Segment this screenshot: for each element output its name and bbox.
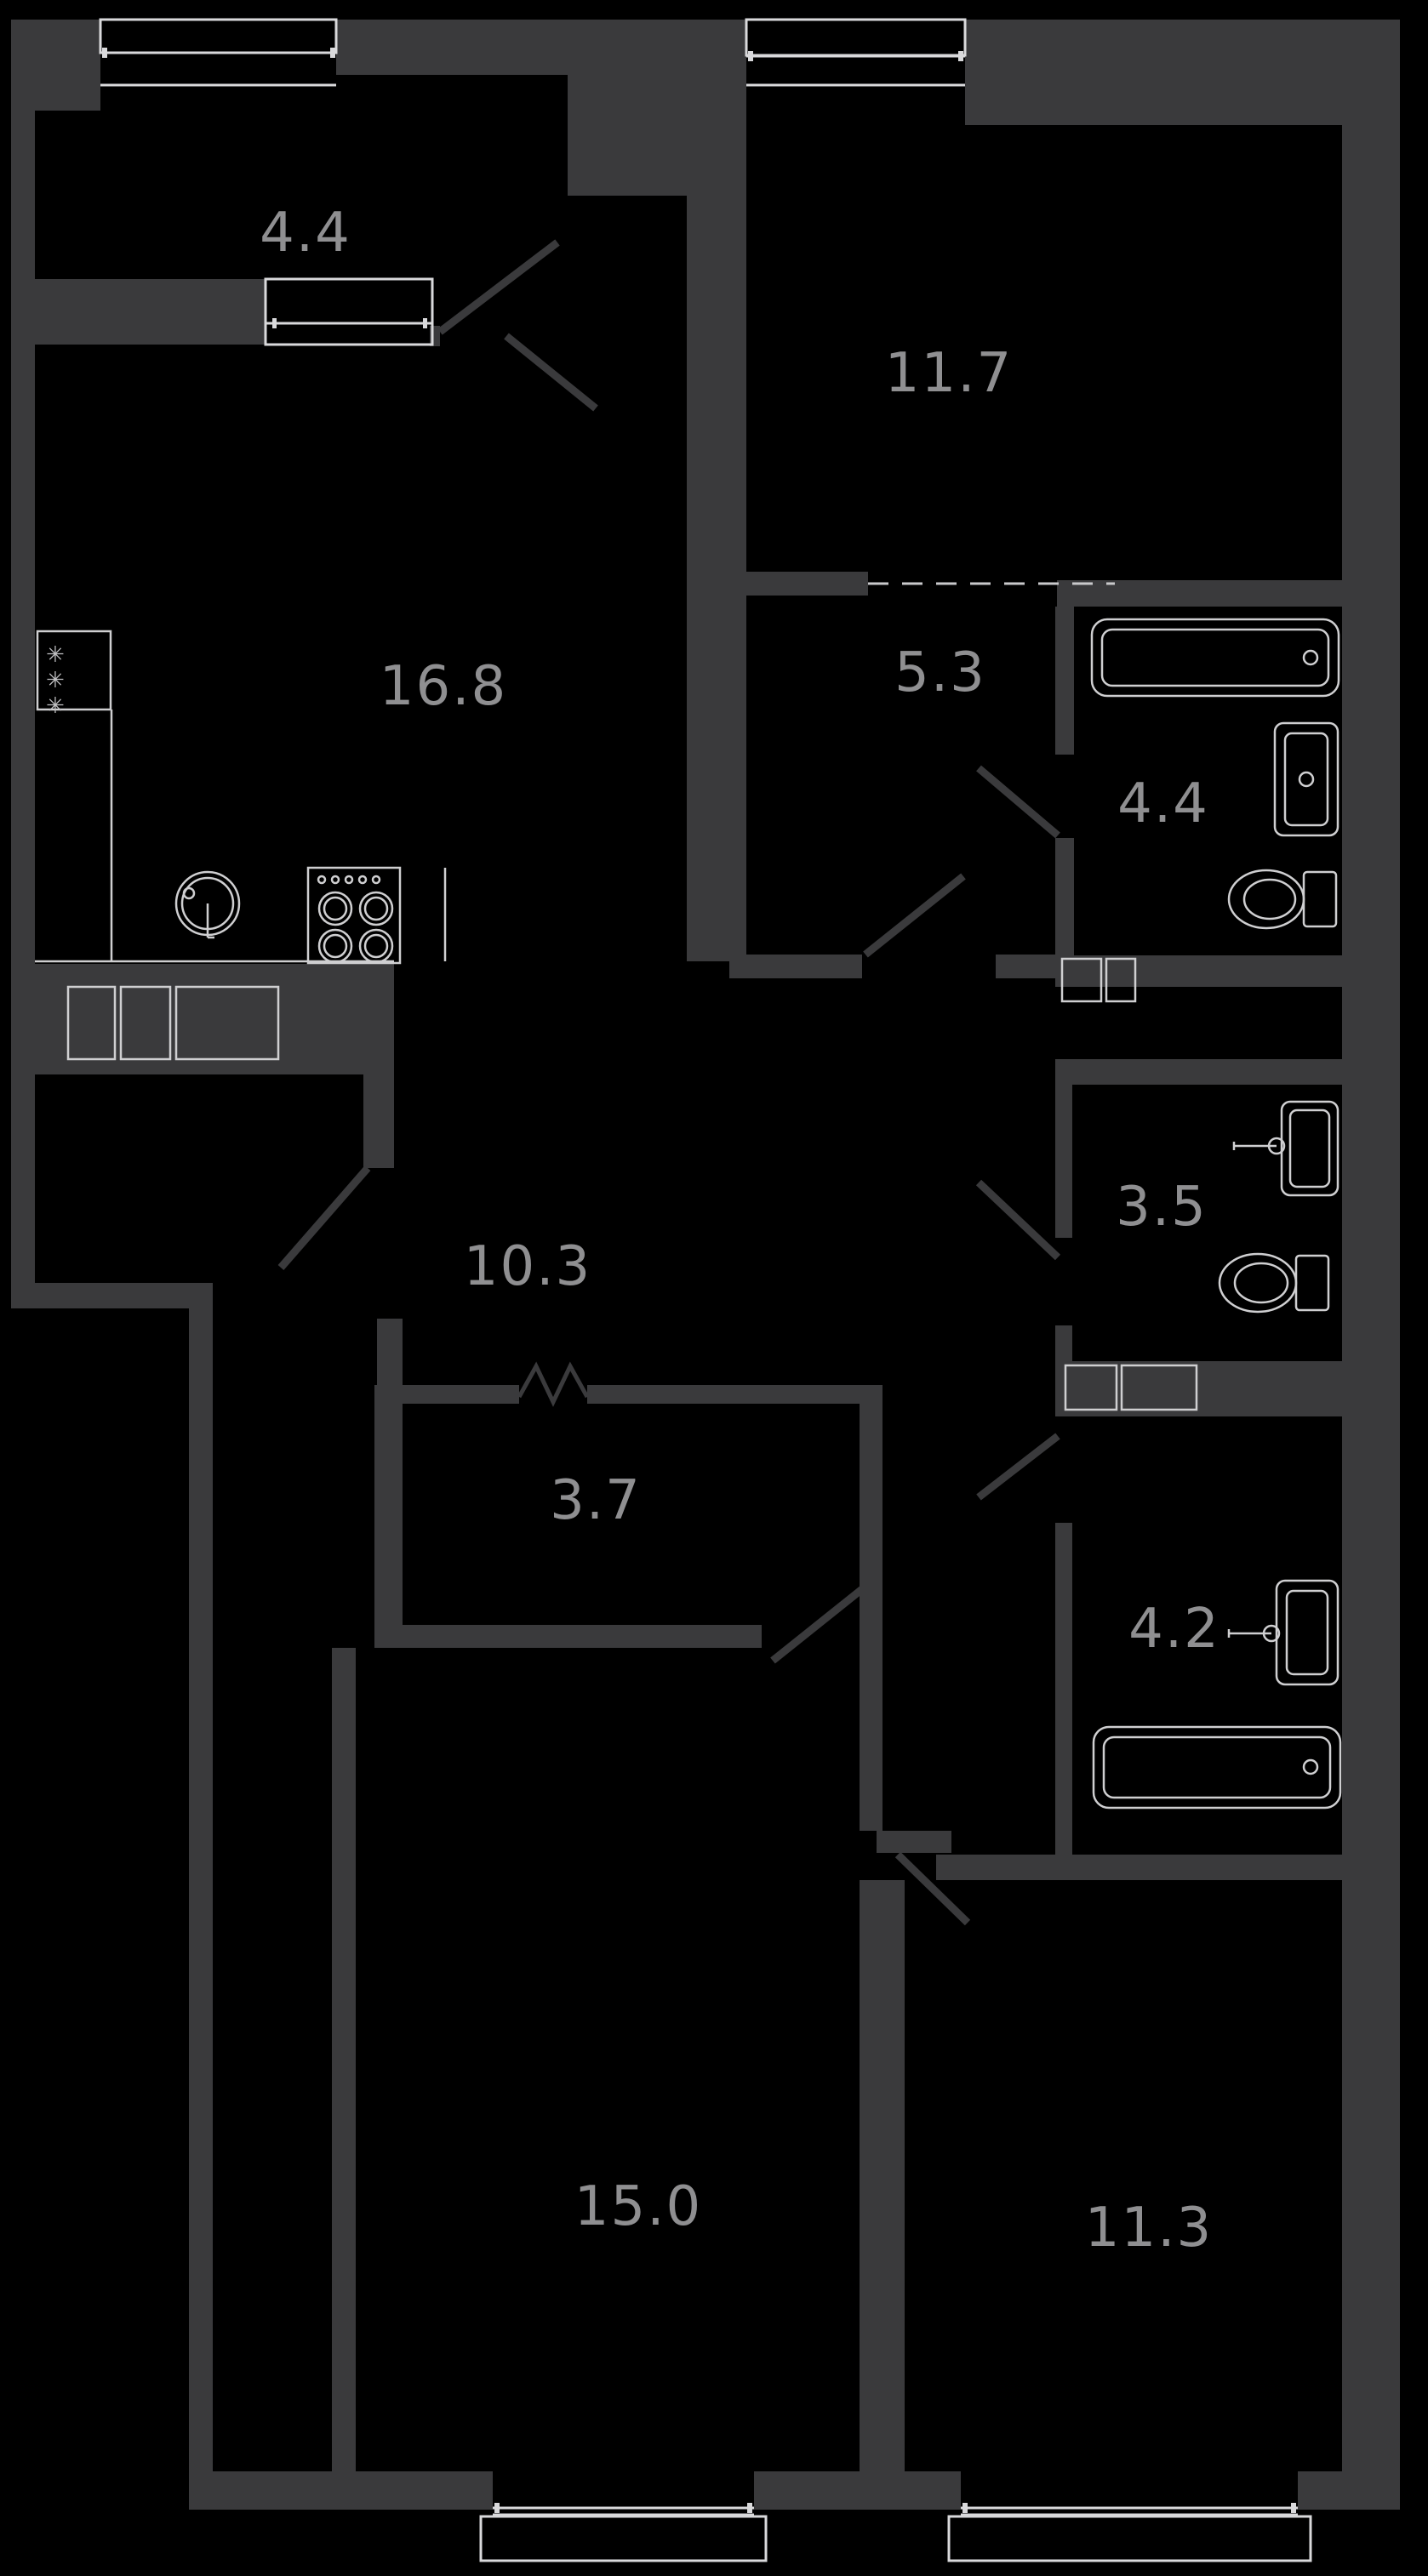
bathtub-icon xyxy=(1092,1725,1342,1809)
fridge-icon: ✳ ✳ ✳ xyxy=(36,630,112,719)
kitchen-hall-door-leaf xyxy=(277,1165,371,1270)
duct-shaft-icon xyxy=(66,985,280,1061)
room-label-hallway: 10.3 xyxy=(464,1235,592,1298)
svg-text:✳: ✳ xyxy=(46,642,65,668)
room-label-balcony: 4.4 xyxy=(260,202,351,265)
room-labels: 4.4 16.8 11.7 5.3 4.4 3.5 10.3 3.7 4.2 1… xyxy=(260,202,1220,2260)
room-label-hallway-entry: 5.3 xyxy=(894,641,986,704)
room-label-bedroom-top: 11.7 xyxy=(885,342,1014,405)
washbasin-icon xyxy=(1227,1579,1339,1686)
room-label-kitchen-living: 16.8 xyxy=(380,655,508,718)
washbasin-icon xyxy=(1273,721,1339,837)
stove-icon xyxy=(306,866,402,965)
bathroom-top-door-leaf xyxy=(976,765,1060,839)
bathtub-icon xyxy=(1090,618,1340,698)
washbasin-icon xyxy=(1232,1100,1339,1197)
bedroom-right-door-leaf xyxy=(894,1851,971,1926)
room-label-bedroom-left: 15.0 xyxy=(574,2175,703,2238)
toilet-icon xyxy=(1227,869,1338,930)
svg-text:✳: ✳ xyxy=(46,693,65,719)
bathroom-bottom-door-leaf xyxy=(976,1433,1060,1501)
zigzag-passage-icon xyxy=(517,1361,590,1407)
hallway-entry-door-leaf xyxy=(863,873,966,958)
kitchen-balcony-door-window xyxy=(264,277,434,346)
duct-shaft-icon xyxy=(1064,1364,1198,1411)
bedroom-right-window xyxy=(947,2503,1312,2562)
door-swings xyxy=(277,239,1061,1926)
room-label-bedroom-right: 11.3 xyxy=(1085,2197,1214,2260)
bedroom-left-window xyxy=(479,2503,768,2562)
svg-text:✳: ✳ xyxy=(46,668,65,693)
wc-door-leaf xyxy=(975,1179,1061,1261)
balcony-door-leaf xyxy=(437,239,560,335)
balcony-window xyxy=(99,18,338,87)
duct-shaft-icon xyxy=(1060,957,1137,1003)
kitchen-sink-icon xyxy=(174,870,241,939)
room-label-wc: 3.5 xyxy=(1116,1176,1208,1239)
bedroom-top-window xyxy=(745,18,967,87)
toilet-icon xyxy=(1218,1252,1330,1314)
bedroom-left-door-leaf xyxy=(770,1586,865,1664)
walls xyxy=(11,20,1400,2510)
room-label-bathroom-top: 4.4 xyxy=(1117,772,1209,835)
room-label-wardrobe: 3.7 xyxy=(550,1469,642,1532)
balcony-door-leaf-2 xyxy=(504,333,598,412)
room-label-bathroom-bottom: 4.2 xyxy=(1128,1598,1220,1661)
